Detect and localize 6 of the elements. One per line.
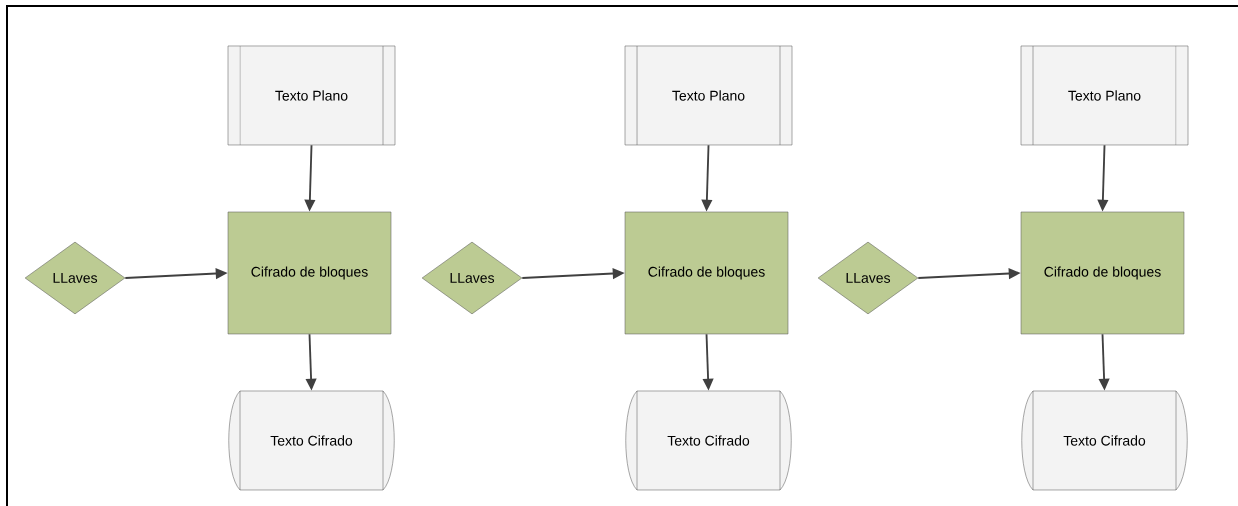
- process-box: Cifrado de bloques: [1020, 211, 1185, 335]
- process-box: Cifrado de bloques: [227, 211, 392, 335]
- process-box: Texto Plano: [227, 45, 396, 146]
- process-box: Texto Plano: [624, 45, 793, 146]
- process-box: Cifrado de bloques: [624, 211, 789, 335]
- process-box: Texto Plano: [1020, 45, 1189, 146]
